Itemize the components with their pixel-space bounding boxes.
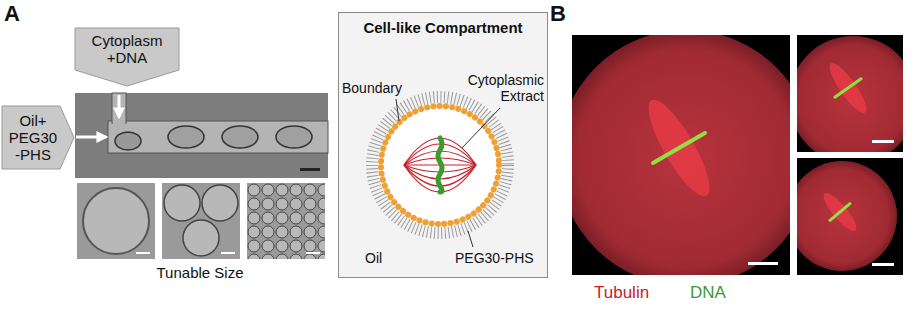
fluorescence-images [558, 30, 916, 286]
chromosomes [653, 133, 705, 163]
schematic-background [338, 12, 548, 278]
large-droplet [83, 188, 149, 254]
chromosomes [438, 138, 442, 192]
spindle [639, 93, 720, 203]
callout-outline [2, 106, 74, 169]
panel-heading: Cell-like Compartment [339, 19, 547, 36]
surfactant-tails [372, 97, 508, 233]
droplet [168, 126, 204, 148]
image-frame [77, 183, 155, 259]
callout-text: Oil+ PEG30 -PHS [7, 112, 59, 163]
scale-bar [306, 252, 320, 254]
small-droplets [247, 183, 325, 259]
scale-bar [872, 140, 894, 143]
scale-bar [748, 262, 778, 265]
scale-bar [872, 263, 894, 266]
inlet-channel [112, 93, 126, 123]
channel [108, 121, 328, 153]
droplet [276, 126, 312, 148]
scale-bar [300, 168, 320, 171]
spindle [819, 189, 861, 235]
compartment-panel: Cell-like Compartment [338, 12, 548, 278]
medium-droplet [183, 220, 219, 256]
droplet-size-images [77, 183, 325, 259]
medium-droplet [202, 185, 238, 221]
spindle [404, 138, 476, 192]
flow-arrow [76, 136, 106, 139]
droplet-tubulin [572, 35, 790, 275]
part-label: PEG30-PHS [455, 250, 534, 266]
scale-bar [136, 252, 150, 254]
scale-bar [221, 252, 235, 254]
channel-background [75, 93, 328, 178]
chromosomes [835, 79, 861, 97]
panel-letter: A [4, 2, 20, 26]
forming-droplet [115, 132, 141, 150]
chromosomes [830, 204, 850, 221]
callout-arrow: Cytoplasm +DNA [75, 28, 179, 86]
spindle [824, 59, 872, 117]
panel-letter: B [550, 2, 566, 26]
legend-text: DNA [690, 283, 726, 302]
leader-line [396, 99, 399, 121]
caption-label: Tunable Size [140, 264, 260, 281]
callout-outline [75, 28, 179, 86]
part-label: Boundary [342, 80, 402, 96]
image-frame [247, 183, 325, 259]
legend-entry: Tubulin [594, 283, 649, 303]
legend-entry: DNA [690, 283, 726, 303]
callout-text: Cytoplasm +DNA [87, 32, 167, 66]
junction [113, 120, 125, 124]
flow-arrow [118, 95, 121, 117]
part-label: Oil [365, 250, 382, 266]
droplet [222, 126, 258, 148]
microfluidic-image [75, 93, 328, 178]
callout-arrow: Oil+ PEG30 -PHS [2, 106, 74, 169]
legend-text: Tubulin [594, 283, 649, 302]
image-frame [162, 183, 240, 259]
boundary-beads [381, 106, 499, 224]
compartment-schematic [338, 12, 548, 278]
droplet-tubulin [797, 36, 903, 152]
droplet-tubulin [797, 161, 897, 271]
part-label: Cytoplasmic Extract [460, 72, 544, 104]
leader-line [462, 108, 500, 148]
leader-line [468, 231, 473, 247]
medium-droplet [164, 185, 200, 221]
